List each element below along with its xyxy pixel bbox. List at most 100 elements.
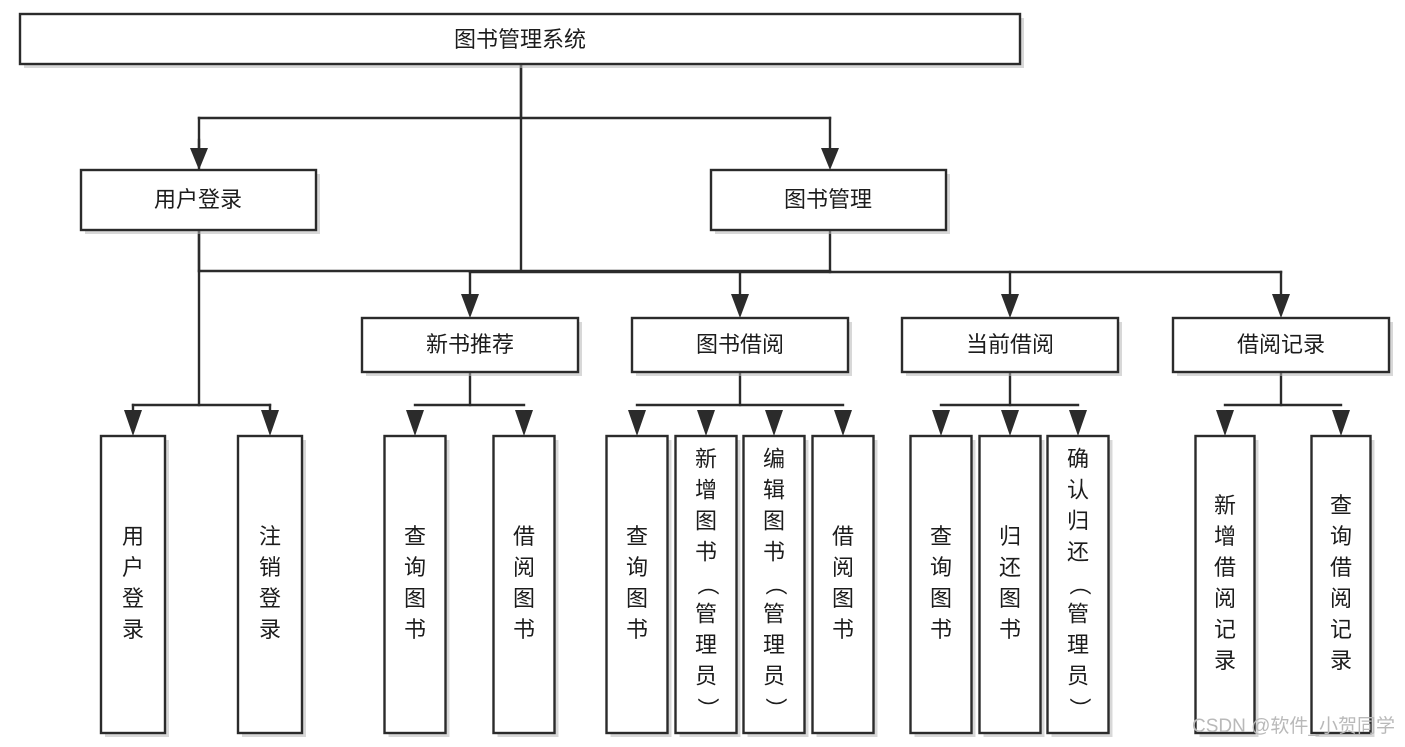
svg-text:归: 归 [1067, 508, 1089, 533]
arrowhead-leaf-query-book-3 [932, 410, 950, 436]
svg-text:阅: 阅 [832, 555, 854, 580]
svg-text:员: 员 [1067, 663, 1089, 688]
svg-text:询: 询 [404, 555, 426, 580]
svg-text:管: 管 [695, 601, 717, 626]
svg-text:增: 增 [1214, 524, 1236, 549]
arrowhead-leaf-add-record [1216, 410, 1234, 436]
svg-text:图: 图 [930, 586, 952, 611]
node-book-manage[interactable]: 图书管理 [709, 168, 950, 234]
new-book-rec-label: 新书推荐 [426, 332, 514, 357]
leaf-borrow-book-2-rect [811, 434, 875, 735]
user-login-label: 用户登录 [154, 187, 242, 212]
node-borrow-record[interactable]: 借阅记录 [1171, 316, 1393, 376]
svg-text:注: 注 [259, 524, 281, 549]
arrowhead-leaf-confirm-return [1069, 410, 1087, 436]
leaf-add-book-rect [674, 434, 738, 735]
arrowhead-leaf-borrow-book-1 [515, 410, 533, 436]
arrowhead-leaf-logout [261, 410, 279, 436]
leaf-nodes-layer: 用户登录注销登录查询图书借阅图书查询图书新增图书（管理员）编辑图书（管理员）借阅… [99, 434, 1375, 737]
svg-text:书: 书 [513, 617, 535, 642]
svg-text:理: 理 [763, 632, 785, 657]
leaf-return-book-rect [978, 434, 1042, 735]
svg-text:登: 登 [122, 586, 144, 611]
leaf-query-book-3-rect [909, 434, 973, 735]
leaf-query-record-rect [1310, 434, 1372, 735]
svg-text:书: 书 [999, 617, 1021, 642]
svg-text:）: ） [1067, 697, 1092, 719]
arrowhead-leaf-add-book [697, 410, 715, 436]
svg-text:户: 户 [122, 555, 144, 580]
arrowhead-leaf-edit-book [765, 410, 783, 436]
user-login-rect [79, 168, 318, 232]
node-current-borrow[interactable]: 当前借阅 [900, 316, 1122, 376]
svg-text:确: 确 [1067, 446, 1089, 471]
node-book-borrow[interactable]: 图书借阅 [630, 316, 852, 376]
leaf-edit-book-rect [742, 434, 806, 735]
svg-text:查: 查 [626, 524, 648, 549]
arrowhead-newbook [461, 294, 479, 318]
arrowhead-currentborrow [1001, 294, 1019, 318]
svg-text:借: 借 [513, 524, 535, 549]
node-user-login[interactable]: 用户登录 [79, 168, 320, 234]
book-borrow-label: 图书借阅 [696, 332, 784, 357]
svg-text:还: 还 [999, 555, 1021, 580]
svg-text:记: 记 [1214, 617, 1236, 642]
svg-text:借: 借 [1214, 555, 1236, 580]
svg-text:（: （ [763, 573, 788, 595]
arrowhead-leaf-user-login [124, 410, 142, 436]
root-label: 图书管理系统 [454, 27, 586, 52]
arrowhead-userlogin [190, 148, 208, 170]
svg-text:编: 编 [763, 446, 785, 471]
svg-text:图: 图 [695, 508, 717, 533]
svg-text:查: 查 [1330, 493, 1352, 518]
svg-text:书: 书 [832, 617, 854, 642]
new-book-rec-rect [360, 316, 580, 374]
svg-text:书: 书 [763, 539, 785, 564]
leaf-logout-rect [236, 434, 304, 735]
arrowhead-leaf-query-record [1332, 410, 1350, 436]
book-borrow-rect [630, 316, 850, 374]
node-root[interactable]: 图书管理系统 [18, 12, 1024, 68]
svg-text:书: 书 [695, 539, 717, 564]
svg-text:图: 图 [832, 586, 854, 611]
leaf-node-leaf-user-login[interactable]: 用户登录 [99, 434, 169, 737]
svg-text:图: 图 [513, 586, 535, 611]
svg-text:借: 借 [832, 524, 854, 549]
svg-text:记: 记 [1330, 617, 1352, 642]
borrow-record-rect [1171, 316, 1391, 374]
current-borrow-label: 当前借阅 [966, 332, 1054, 357]
leaf-confirm-return-rect [1046, 434, 1110, 735]
watermark-label: CSDN @软件_小贺同学 [1192, 715, 1395, 737]
arrowhead-borrowrecord [1272, 294, 1290, 318]
svg-text:阅: 阅 [1330, 586, 1352, 611]
leaf-query-book-2-rect [605, 434, 669, 735]
svg-text:借: 借 [1330, 555, 1352, 580]
arrowhead-bookborrow [731, 294, 749, 318]
svg-text:阅: 阅 [513, 555, 535, 580]
svg-text:图: 图 [763, 508, 785, 533]
node-new-book-rec[interactable]: 新书推荐 [360, 316, 582, 376]
svg-text:询: 询 [1330, 524, 1352, 549]
svg-text:管: 管 [1067, 601, 1089, 626]
svg-text:员: 员 [763, 663, 785, 688]
svg-text:新: 新 [1214, 493, 1236, 518]
